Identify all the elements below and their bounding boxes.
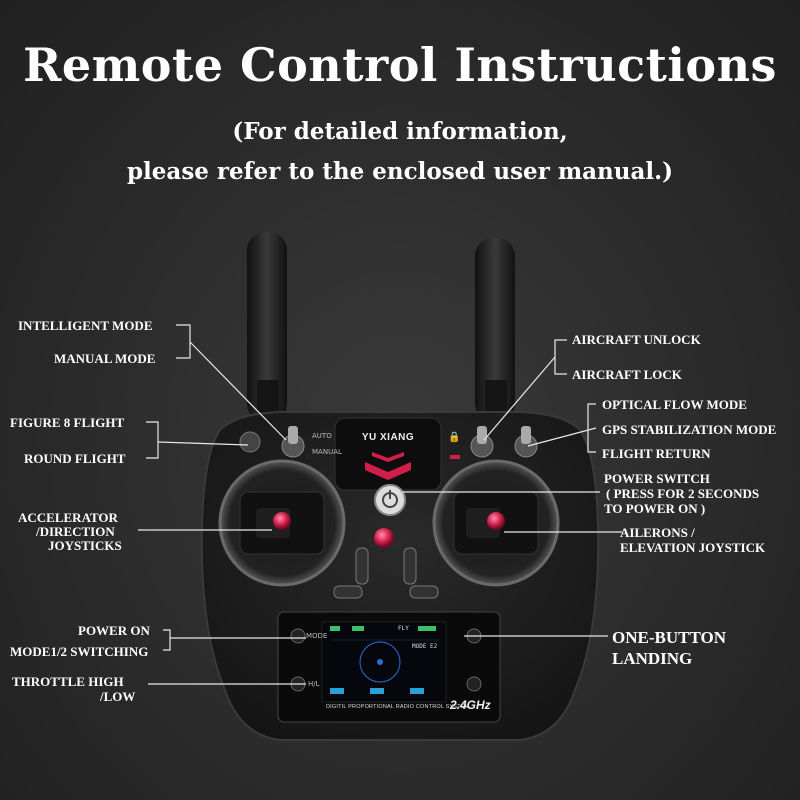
screen-fly-text: FLY bbox=[398, 625, 409, 632]
manual-switch-label: MANUAL bbox=[312, 448, 342, 456]
label-power-switch-2: ( PRESS FOR 2 SECONDS bbox=[606, 486, 760, 501]
label-gps-stabilization-mode: GPS STABILIZATION MODE bbox=[602, 422, 777, 437]
label-ailerons-2: ELEVATION JOYSTICK bbox=[620, 540, 766, 555]
subtitle-line-1: (For detailed information, bbox=[232, 118, 568, 145]
hl-button-label: H/L bbox=[308, 680, 320, 688]
mode-button-label: MODE bbox=[306, 632, 328, 640]
left-joystick bbox=[218, 459, 346, 587]
right-antenna bbox=[475, 238, 515, 430]
label-throttle-1: THROTTLE HIGH bbox=[12, 674, 124, 689]
svg-text:🔒: 🔒 bbox=[448, 431, 460, 443]
left-antenna bbox=[247, 232, 287, 430]
band-label: 2.4GHz bbox=[450, 698, 491, 712]
label-optical-flow-mode: OPTICAL FLOW MODE bbox=[602, 397, 747, 412]
screen-footer-text: DIGITIL PROPORTIONAL RADIO CONTROL SYSTE… bbox=[326, 704, 470, 710]
label-throttle-2: /LOW bbox=[100, 689, 136, 704]
label-power-switch-3: TO POWER ON ) bbox=[604, 501, 706, 516]
subtitle-line-2: please refer to the enclosed user manual… bbox=[126, 158, 674, 185]
brand-logo-text: YU XIANG bbox=[361, 432, 415, 443]
label-accelerator-3: JOYSTICKS bbox=[48, 538, 122, 553]
label-one-button-landing-1: ONE-BUTTON bbox=[612, 628, 726, 647]
label-accelerator-1: ACCELERATOR bbox=[18, 510, 118, 525]
label-mode-switching: MODE1/2 SWITCHING bbox=[10, 644, 149, 659]
label-manual-mode: MANUAL MODE bbox=[54, 351, 156, 366]
page-title: Remote Control Instructions bbox=[23, 38, 777, 92]
label-round-flight: ROUND FLIGHT bbox=[24, 451, 126, 466]
auto-switch-label: AUTO bbox=[312, 432, 332, 440]
label-ailerons-1: AILERONS / bbox=[620, 525, 695, 540]
label-flight-return: FLIGHT RETURN bbox=[602, 446, 711, 461]
power-button bbox=[374, 484, 406, 516]
label-power-on: POWER ON bbox=[78, 623, 150, 638]
label-one-button-landing-2: LANDING bbox=[612, 649, 693, 668]
label-accelerator-2: /DIRECTION bbox=[36, 524, 115, 539]
callout-lines bbox=[138, 324, 622, 685]
toggle-switches: 🔒 bbox=[239, 426, 538, 459]
label-aircraft-lock: AIRCRAFT LOCK bbox=[572, 367, 682, 382]
label-intelligent-mode: INTELLIGENT MODE bbox=[18, 318, 153, 333]
screen-mode-text: MODE E2 bbox=[412, 643, 438, 650]
label-aircraft-unlock: AIRCRAFT UNLOCK bbox=[572, 332, 701, 347]
right-joystick bbox=[432, 459, 560, 587]
label-power-switch-1: POWER SWITCH bbox=[604, 471, 710, 486]
label-figure8-flight: FIGURE 8 FLIGHT bbox=[10, 415, 125, 430]
